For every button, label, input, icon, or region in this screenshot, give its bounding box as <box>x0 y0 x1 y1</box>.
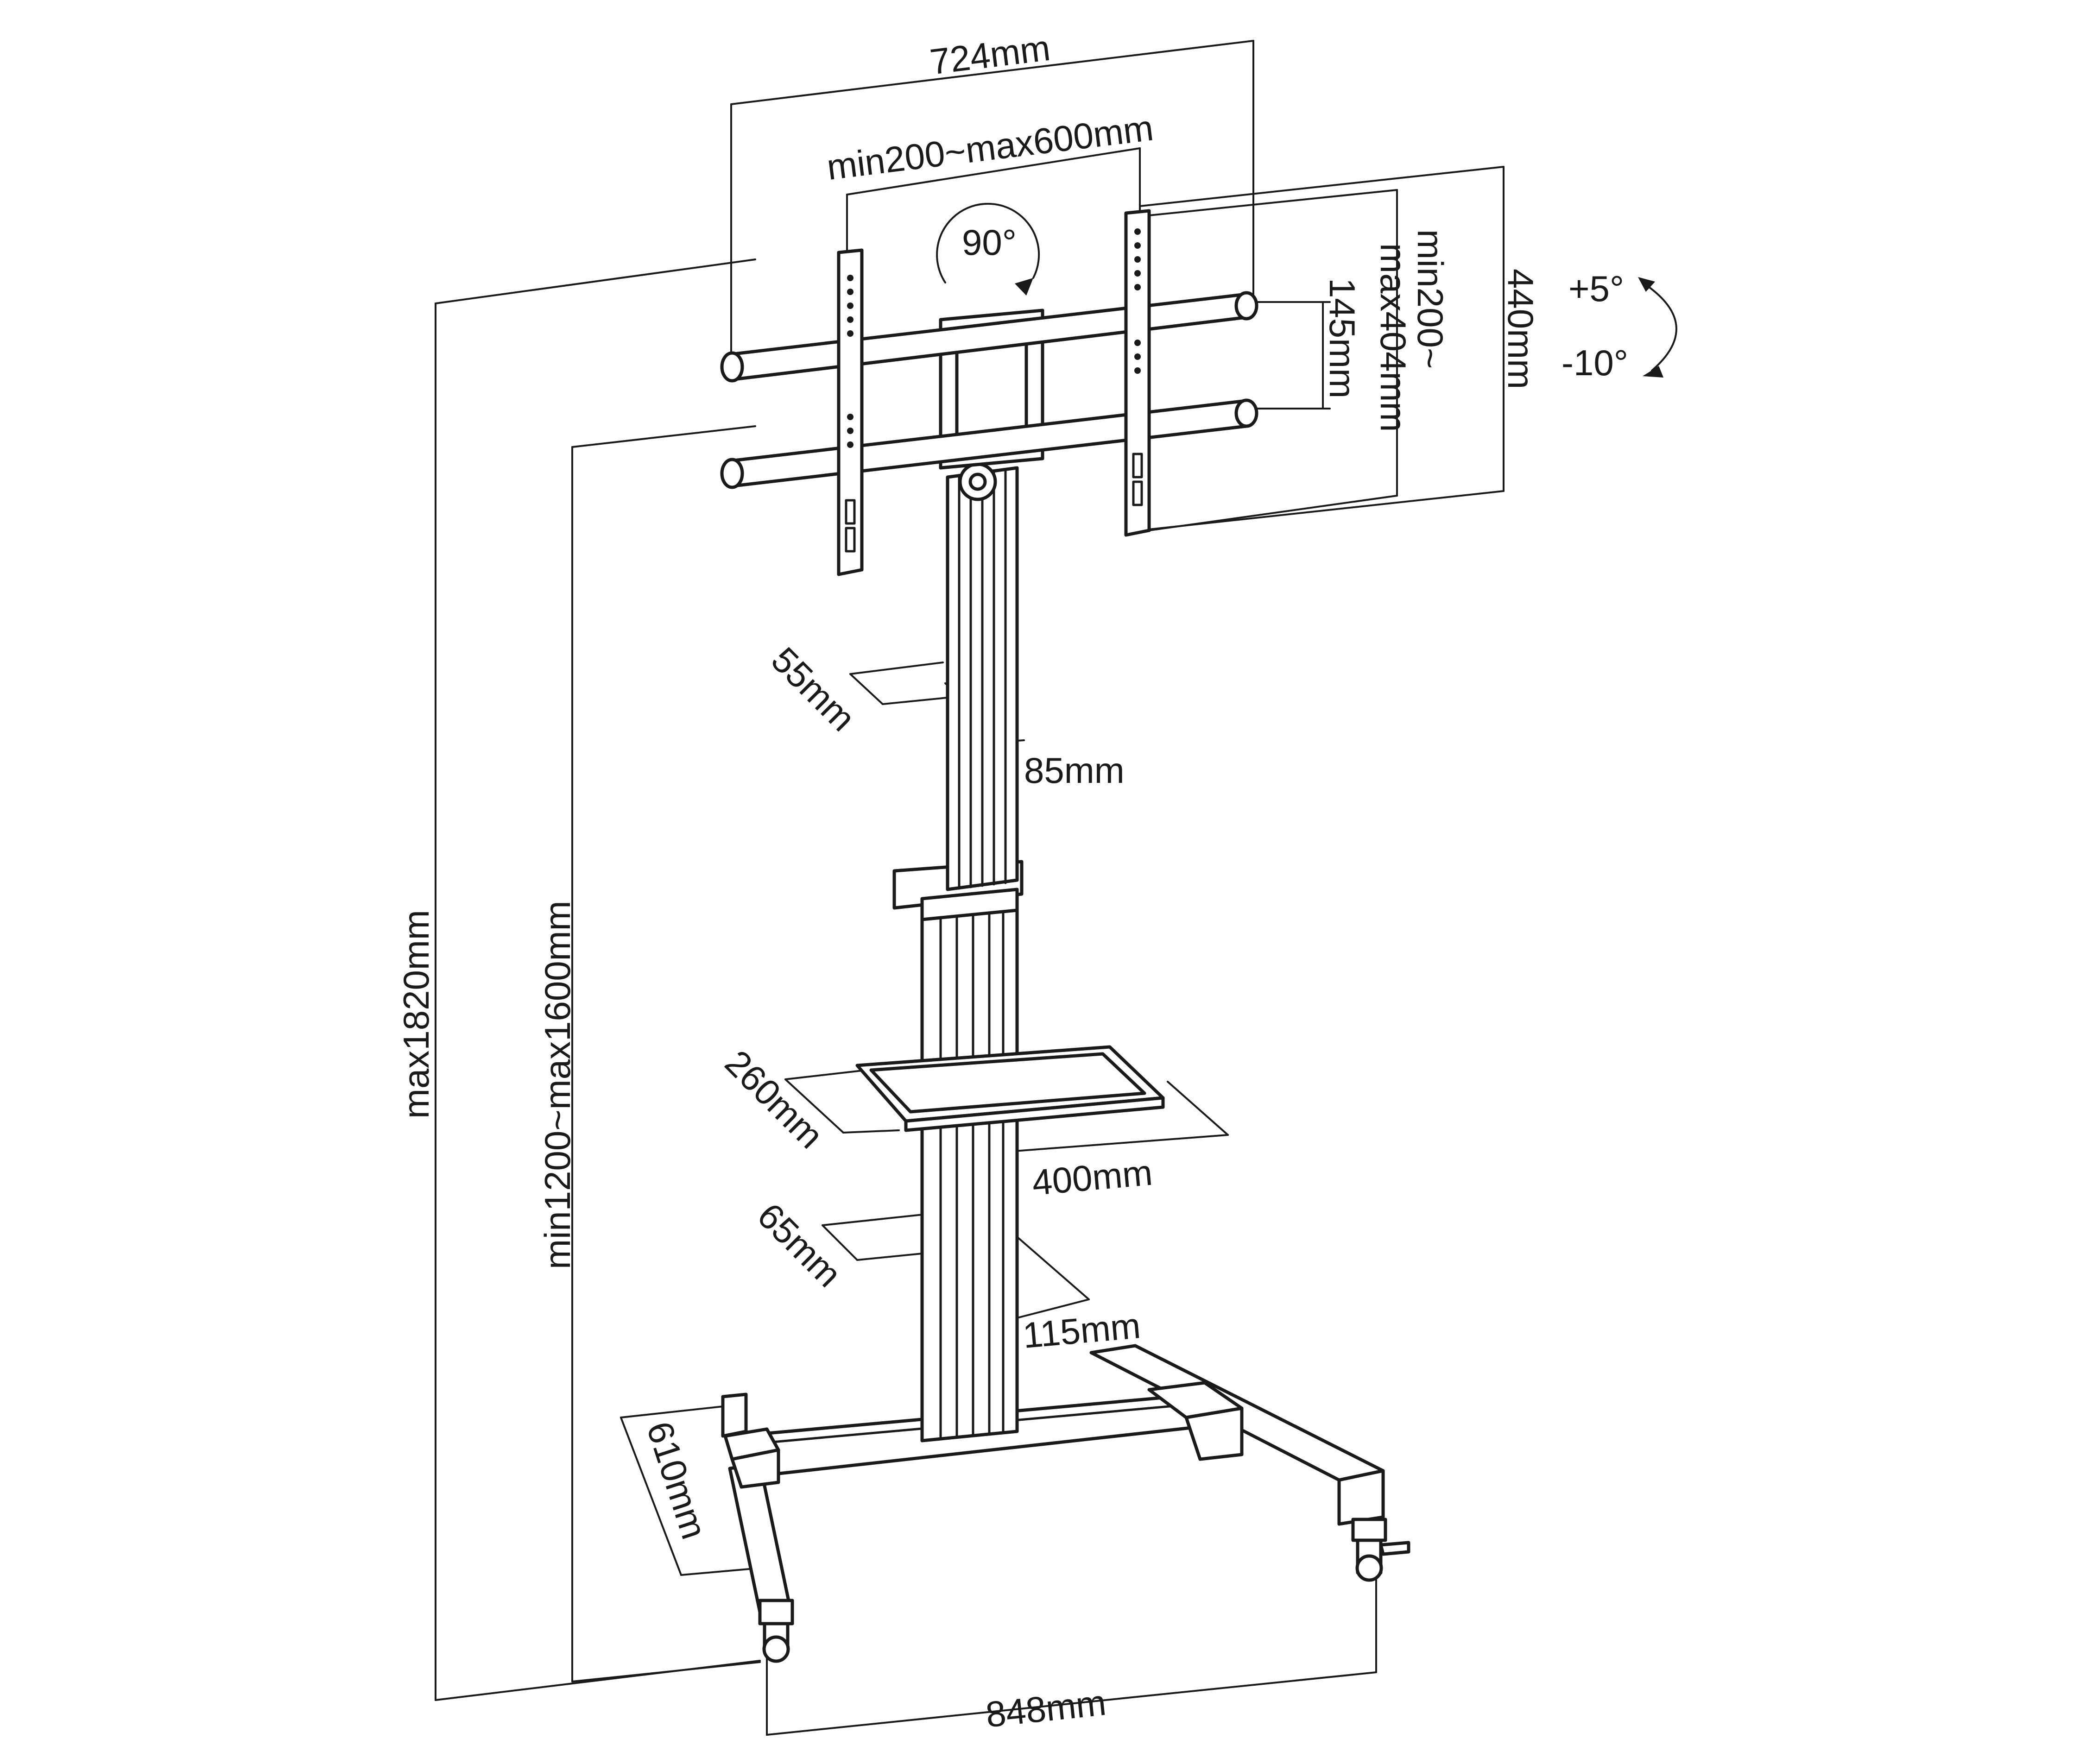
tilt-arc-icon <box>1638 277 1677 378</box>
label-upper-pole-width: 85mm <box>1024 750 1125 791</box>
label-tilt-down: -10° <box>1562 342 1628 383</box>
shelf <box>855 1045 1165 1132</box>
label-vesa-vertical-line2: max404mm <box>1373 243 1414 432</box>
rotation-arc-icon <box>936 202 1040 296</box>
left-vertical-arm <box>837 248 864 576</box>
label-rail-spacing: 145mm <box>1322 278 1363 398</box>
label-vesa-horizontal: min200~max600mm <box>825 107 1156 188</box>
stand-illustration <box>720 209 1410 1663</box>
label-lower-pole-depth: 65mm <box>750 1195 849 1295</box>
label-vesa-vertical-line1: min200~ <box>1410 229 1451 369</box>
label-height-range: min1200~max1600mm <box>537 901 578 1269</box>
caster-right-icon <box>1351 1518 1410 1582</box>
label-rotation: 90° <box>962 222 1017 263</box>
label-base-depth: 610mm <box>639 1417 715 1544</box>
label-base-width: 848mm <box>984 1682 1108 1735</box>
label-upper-pole-depth: 55mm <box>764 639 863 739</box>
label-shelf-width: 400mm <box>1031 1152 1154 1203</box>
label-width-overall: 724mm <box>928 27 1052 82</box>
caster-left-icon <box>758 1599 794 1663</box>
dimension-lines <box>435 40 1505 1736</box>
label-tilt-up: +5° <box>1568 268 1624 309</box>
label-bracket-height: 440mm <box>1500 269 1541 389</box>
label-shelf-depth: 260mm <box>717 1042 831 1156</box>
right-vertical-arm <box>1124 209 1151 537</box>
label-max-height: max1820mm <box>396 910 436 1119</box>
